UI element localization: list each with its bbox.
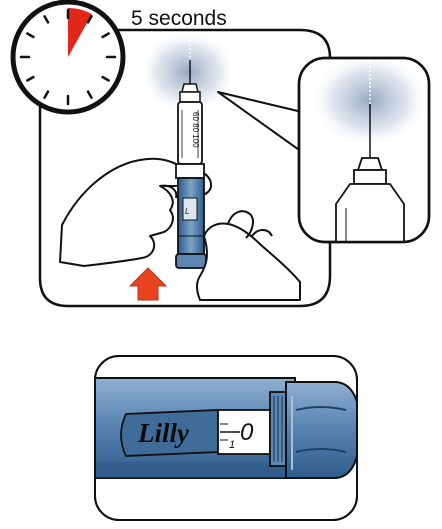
brand-logo: Lilly — [137, 418, 190, 448]
dose-numeral-big: 0 — [240, 419, 254, 446]
svg-text:L: L — [185, 207, 189, 216]
timer-clock — [13, 2, 123, 112]
dose-knob — [286, 382, 360, 478]
dose-numeral-small: 1 — [229, 439, 235, 451]
pen-scale-label: 60 80 100 — [191, 112, 200, 148]
timer-caption: 5 seconds — [131, 7, 227, 30]
dose-display-closeup: Lilly 0 1 — [95, 356, 360, 520]
needle-zoom-inset — [299, 52, 430, 250]
